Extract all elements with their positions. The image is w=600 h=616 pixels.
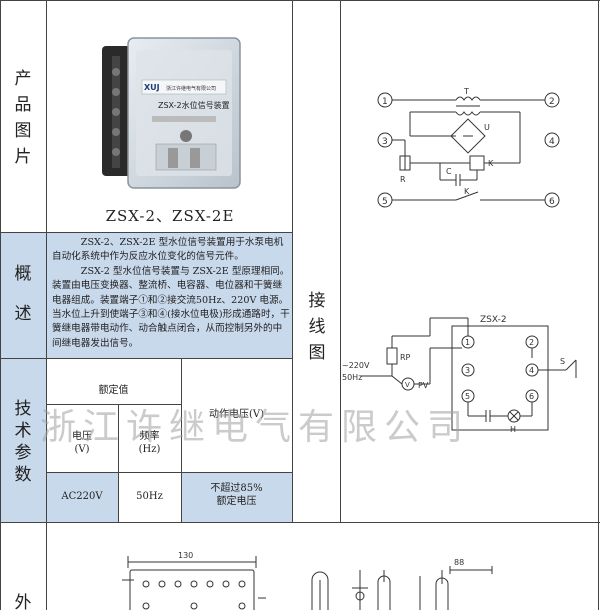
tech-voltage-header: 电压(V)	[72, 431, 92, 455]
tech-operate-header: 动作电压(V)	[208, 409, 265, 420]
schematic-terminal-1: 1	[382, 97, 388, 107]
operate-value-background	[181, 472, 292, 522]
overview-paragraph-2: ZSX-2 型水位信号装置与 ZSX-2E 型原理相同。装置由电压变换器、整流桥…	[52, 265, 290, 349]
tech-frequency-header: 频率(Hz)	[138, 431, 161, 455]
wiring-voltmeter-label: PV	[418, 381, 429, 390]
wiring-lamp-label: H	[510, 425, 516, 434]
schematic-rectifier-label: U	[484, 123, 490, 132]
wiring-terminal-3: 3	[465, 366, 470, 375]
tech-label: 技术参数	[14, 399, 32, 485]
wiring-box-label: ZSX-2	[480, 315, 507, 325]
tech-rated-line	[46, 404, 181, 405]
wiring-supply-frequency: 50Hz	[342, 373, 362, 382]
wiring-terminal-1: 1	[465, 338, 470, 347]
divider-middle	[292, 0, 293, 522]
wiring-switch-label: S	[560, 357, 565, 366]
divider-label-column	[46, 0, 47, 610]
wiring-terminal-6: 6	[529, 392, 534, 401]
dim-width-label: 130	[178, 551, 193, 560]
border-left	[0, 0, 1, 610]
overview-paragraph-1: ZSX-2、ZSX-2E 型水位信号装置用于水泵电机自动化系统中作为反应水位变化…	[52, 237, 284, 263]
schematic-terminal-2: 2	[549, 97, 555, 107]
wiring-diagram: ZSX-2 1 2 3 4 5 6 RP ~220V 50Hz V PV S H	[342, 315, 577, 434]
schematic-terminal-6: 6	[549, 197, 555, 207]
wiring-potentiometer-label: RP	[400, 353, 411, 362]
divider-wiring-label	[340, 0, 341, 522]
faceplate-brand: XUJ	[144, 83, 160, 92]
faceplate-model: ZSX-2水位信号装置	[158, 100, 230, 110]
tech-voltage-value: AC220V	[61, 491, 103, 502]
tech-label-background	[0, 358, 46, 522]
border-right	[598, 0, 599, 610]
product-caption: ZSX-2、ZSX-2E	[105, 207, 235, 225]
wiring-terminal-5: 5	[465, 392, 470, 401]
product-photo: XUJ 浙江许继电气有限公司 ZSX-2水位信号装置	[102, 37, 241, 189]
schematic-terminal-5: 5	[382, 197, 388, 207]
voltage-value-background	[46, 472, 118, 522]
tech-frequency-value: 50Hz	[136, 491, 163, 502]
dim-side-label: 88	[454, 558, 464, 567]
tech-operate-value: 不超过85%额定电压	[210, 483, 263, 507]
tech-rated-header: 额定值	[98, 385, 129, 396]
schematic-terminal-4: 4	[549, 137, 555, 147]
wiring-supply-voltage: ~220V	[342, 361, 370, 370]
overview-label: 概述	[14, 264, 32, 324]
dims-label: 外	[14, 593, 32, 613]
schematic-transformer-label: T	[463, 87, 469, 96]
wiring-terminal-4: 4	[529, 366, 534, 375]
internal-schematic: 1 2 3 4 5 6 T U R K C K	[377, 87, 560, 208]
divider-overview	[0, 358, 292, 359]
wiring-label: 接线图	[308, 291, 326, 363]
overview-text: ZSX-2、ZSX-2E 型水位信号装置用于水泵电机自动化系统中作为反应水位变化…	[52, 236, 290, 351]
schematic-capacitor-label: C	[446, 167, 452, 176]
schematic-contact-label: K	[464, 187, 470, 196]
border-top	[0, 0, 600, 1]
tech-header-line	[46, 472, 292, 473]
photo-label: 产品图片	[14, 69, 32, 167]
wiring-terminal-2: 2	[529, 338, 534, 347]
divider-photo	[0, 232, 292, 233]
overview-background	[0, 232, 292, 358]
divider-bottom-section	[0, 522, 600, 523]
wiring-voltmeter-symbol: V	[405, 381, 410, 389]
faceplate-maker: 浙江许继电气有限公司	[166, 85, 216, 92]
schematic-resistor-label: R	[400, 175, 406, 184]
tech-col-1	[118, 404, 119, 522]
schematic-terminal-3: 3	[382, 137, 388, 147]
tech-col-2	[181, 358, 182, 522]
dimension-drawing: 130 88	[122, 551, 493, 610]
company-watermark: 浙江许继电气有限公司	[40, 407, 471, 448]
